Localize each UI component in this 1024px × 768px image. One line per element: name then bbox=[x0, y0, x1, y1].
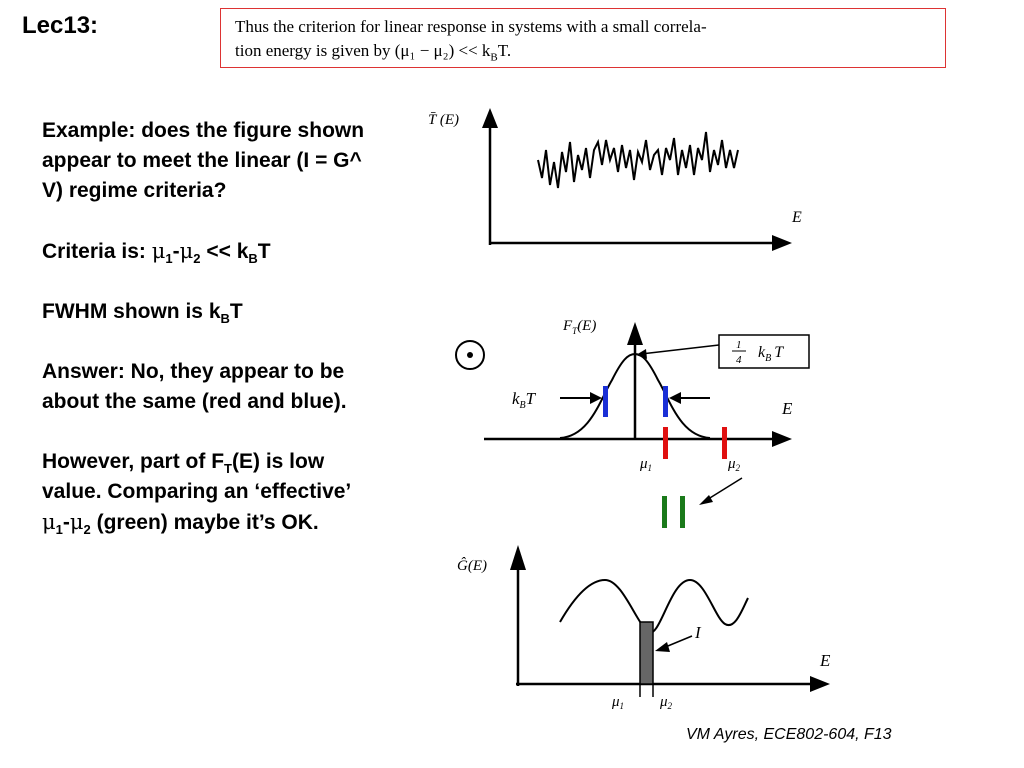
box-fraction-denominator: 4 bbox=[736, 354, 742, 366]
quoted-criterion-box: Thus the criterion for linear response i… bbox=[220, 8, 946, 68]
transmission-y-label: T̄ (E) bbox=[428, 112, 459, 128]
fermi-y-arrow bbox=[627, 322, 643, 345]
however-paragraph: However, part of FT(E) is low value. Com… bbox=[42, 450, 351, 537]
current-shaded-bar bbox=[639, 621, 654, 685]
slide-title: Lec13: bbox=[22, 12, 99, 39]
quarter-kbt-pointer-line bbox=[640, 344, 720, 355]
quote-line-1: Thus the criterion for linear response i… bbox=[235, 17, 707, 36]
fermi-mu2-label: μ2 bbox=[727, 456, 741, 473]
transmission-plot: T̄ (E) E bbox=[428, 108, 802, 251]
fwhm-right-blue-marker bbox=[663, 386, 668, 417]
conductance-mu1-label: μ1 bbox=[611, 694, 624, 711]
fermi-x-label: E bbox=[781, 399, 793, 418]
example-paragraph: Example: does the figure shown appear to… bbox=[42, 119, 365, 202]
answer-paragraph: Answer: No, they appear to be about the … bbox=[42, 360, 347, 413]
fermi-x-arrow bbox=[772, 431, 792, 447]
conductance-mu2-label: μ2 bbox=[659, 694, 673, 711]
slide-footer: VM Ayres, ECE802-604, F13 bbox=[686, 726, 892, 743]
kbt-left-arrow-head bbox=[590, 392, 602, 404]
transmission-x-arrow bbox=[772, 235, 792, 251]
fwhm-left-blue-marker bbox=[603, 386, 608, 417]
current-pointer-head bbox=[655, 642, 670, 652]
circle-dot-center bbox=[467, 352, 473, 358]
criteria-paragraph: Criteria is: μ1-μ2 << kBT bbox=[42, 239, 271, 266]
fermi-mu1-label: μ1 bbox=[639, 456, 652, 473]
conductance-y-arrow bbox=[510, 545, 526, 570]
transmission-y-arrow bbox=[482, 108, 498, 128]
quarter-kbt-pointer-head bbox=[636, 349, 647, 359]
mu2-red-marker bbox=[722, 427, 727, 459]
transmission-x-label: E bbox=[791, 209, 802, 226]
circle-dot-icon bbox=[455, 340, 485, 370]
green-marker-right bbox=[680, 496, 685, 528]
kbt-right-arrow-head bbox=[669, 392, 681, 404]
conductance-plot: Ĝ(E) E I μ1 μ2 bbox=[457, 545, 831, 711]
kbt-left-label: kBT bbox=[512, 389, 537, 411]
fwhm-paragraph: FWHM shown is kBT bbox=[42, 300, 243, 326]
quote-line-2: tion energy is given by (μ₁ − μ₂) << kBT… bbox=[235, 41, 512, 64]
conductance-x-label: E bbox=[819, 651, 831, 670]
fermi-bell-curve bbox=[559, 352, 711, 439]
quoted-criterion-text: Thus the criterion for linear response i… bbox=[235, 15, 935, 69]
mu1-red-marker bbox=[663, 427, 668, 459]
main-text-column: Example: does the figure shown appear to… bbox=[42, 116, 372, 568]
box-fraction-numerator: 1 bbox=[736, 339, 742, 351]
effective-window-marker bbox=[662, 477, 743, 528]
current-label: I bbox=[694, 623, 702, 642]
fermi-y-label: FT(E) bbox=[562, 318, 596, 336]
green-pointer-head bbox=[699, 495, 713, 505]
conductance-y-label: Ĝ(E) bbox=[457, 557, 487, 574]
green-pointer-line bbox=[704, 477, 743, 502]
conductance-x-arrow bbox=[810, 676, 830, 692]
transmission-noise-curve bbox=[537, 131, 739, 189]
conductance-wave-curve bbox=[559, 578, 749, 634]
green-marker-left bbox=[662, 496, 667, 528]
